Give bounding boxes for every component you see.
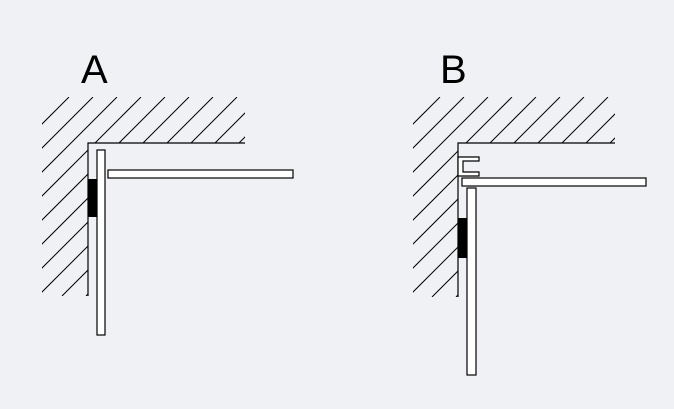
- wall-edge-b: [457, 142, 615, 297]
- wall-edge-a: [87, 142, 245, 296]
- detail-b: [413, 97, 647, 376]
- vertical-panel-b: [466, 187, 477, 376]
- gasket-b: [458, 218, 467, 258]
- detail-a: [42, 97, 294, 336]
- clip-bracket-b: [457, 156, 480, 177]
- wall-hatching-a: [42, 97, 245, 296]
- wall-hatching-b: [413, 97, 615, 297]
- horizontal-panel-a: [107, 169, 294, 179]
- vertical-panel-a: [96, 149, 106, 336]
- detail-label-b: B: [440, 48, 467, 92]
- detail-label-a: A: [81, 48, 108, 92]
- horizontal-panel-b: [461, 177, 647, 187]
- gasket-a: [88, 179, 97, 217]
